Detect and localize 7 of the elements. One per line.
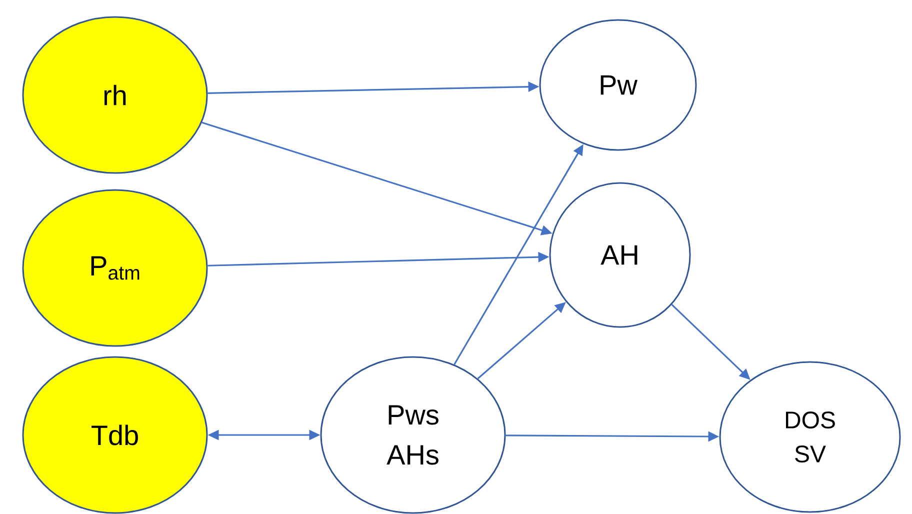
ellipse-node: Pw bbox=[539, 19, 697, 151]
ellipse-node: Tdb bbox=[22, 356, 208, 514]
ellipse-node: AH bbox=[549, 182, 691, 328]
ellipse-node: P$_{atm}$ bbox=[22, 189, 208, 347]
ellipse-node: Pws AHs bbox=[320, 356, 506, 514]
ellipse-node: DOS SV bbox=[719, 361, 901, 513]
ellipse-node: rh bbox=[22, 16, 208, 174]
